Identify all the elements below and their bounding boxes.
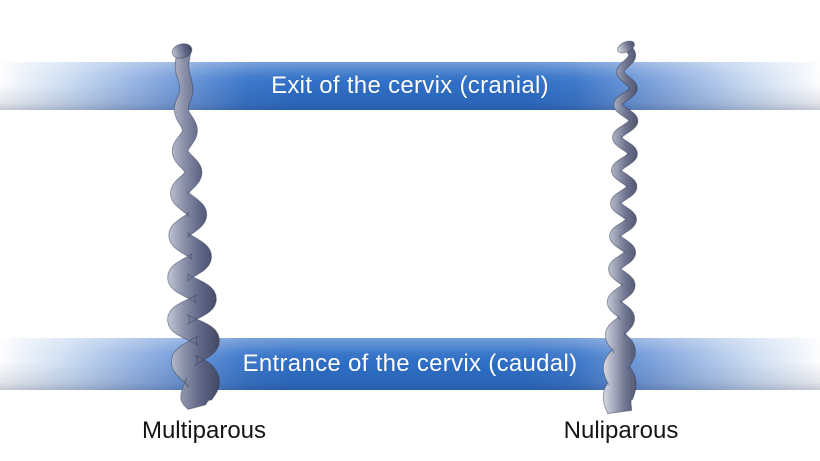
multiparous-3d-model xyxy=(166,43,220,410)
cranial-band-label: Exit of the cervix (cranial) xyxy=(271,72,549,99)
multiparous-label: Multiparous xyxy=(141,417,267,444)
nuliparous-label: Nuliparous xyxy=(563,417,679,444)
cranial-band: Exit of the cervix (cranial) xyxy=(0,62,820,110)
caudal-band: Entrance of the cervix (caudal) xyxy=(0,338,820,390)
nuliparous-3d-model xyxy=(602,40,639,415)
caudal-band-label: Entrance of the cervix (caudal) xyxy=(242,350,578,377)
